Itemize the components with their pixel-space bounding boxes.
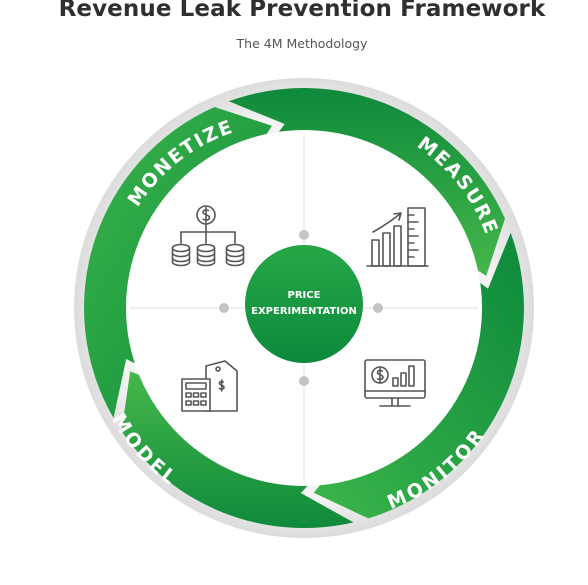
page-subtitle: The 4M Methodology xyxy=(236,36,368,51)
calculator-price-tag-icon xyxy=(181,360,238,412)
bar-chart-ruler-icon xyxy=(366,207,429,267)
coin-stack-right xyxy=(225,243,245,267)
coin-stack-left xyxy=(171,243,191,267)
hub-label-line1: PRICE xyxy=(288,290,321,301)
connector-dot-left xyxy=(219,303,229,313)
connector-dot-top xyxy=(299,230,309,240)
hub-label-line2: EXPERIMENTATION xyxy=(251,306,357,317)
connector-dot-right xyxy=(373,303,383,313)
page-title: Revenue Leak Prevention Framework xyxy=(58,0,546,22)
hub-circle xyxy=(245,245,363,363)
dollar-hierarchy-icon xyxy=(171,205,245,267)
connector-dot-bottom xyxy=(299,376,309,386)
monitor-dollar-chart-icon xyxy=(364,359,426,407)
coin-stack-middle xyxy=(196,243,216,267)
